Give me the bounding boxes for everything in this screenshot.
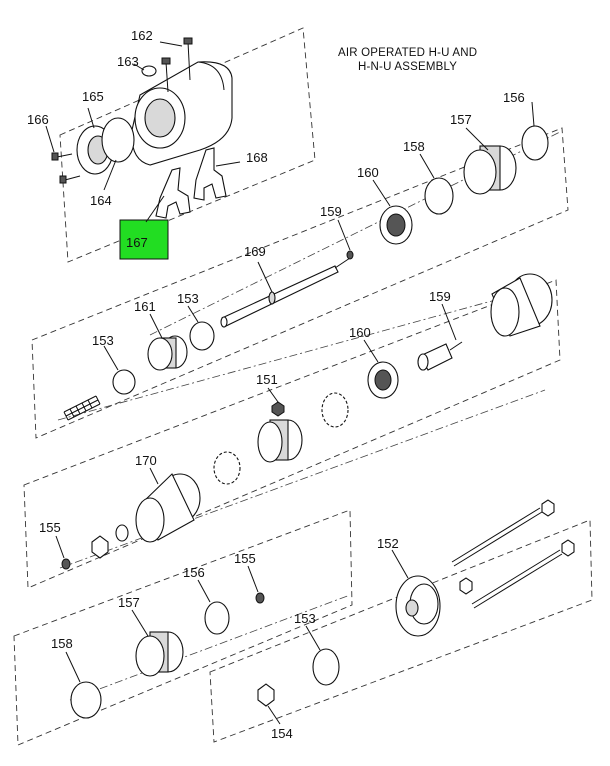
diagram-title-line-2: H-N-U ASSEMBLY (358, 61, 457, 73)
callout-151[interactable]: 151 (256, 372, 278, 387)
callout-155-right[interactable]: 155 (234, 551, 256, 566)
piston-157-upper (463, 145, 517, 195)
callout-157-upper[interactable]: 157 (450, 112, 472, 127)
callout-153-upper[interactable]: 153 (177, 291, 199, 306)
bolt-162-b (161, 57, 171, 93)
pin-159-upper (346, 250, 354, 260)
piston-157-lower (135, 631, 184, 677)
end-plate-152 (395, 575, 441, 637)
callout-161[interactable]: 161 (134, 299, 156, 314)
washer-155-left (61, 558, 71, 570)
axis-line-piston (59, 389, 546, 569)
leader-lines (45, 41, 535, 725)
shift-fork-168 (193, 147, 227, 201)
group-outline-lower-right (209, 519, 593, 743)
callout-164[interactable]: 164 (90, 193, 112, 208)
callout-160-upper[interactable]: 160 (357, 165, 379, 180)
callout-158-lower[interactable]: 158 (51, 636, 73, 651)
piston-161 (147, 335, 188, 371)
washer-155-right (255, 592, 265, 604)
o-ring-dashed-2 (213, 451, 241, 485)
shift-fork-167 (155, 167, 191, 219)
nut-151 (271, 401, 285, 417)
group-outline-piston-assembly (23, 279, 561, 589)
shaft-169 (220, 257, 351, 328)
callout-157-lower[interactable]: 157 (118, 595, 140, 610)
callout-168[interactable]: 168 (246, 150, 268, 165)
callout-170[interactable]: 170 (135, 453, 157, 468)
callout-159-lower[interactable]: 159 (429, 289, 451, 304)
callout-154[interactable]: 154 (271, 726, 293, 741)
axis-line-lower (69, 594, 351, 701)
rod-end (417, 341, 463, 371)
cylinder-170 (135, 473, 201, 543)
screw-166-b (59, 175, 81, 184)
spring (63, 395, 101, 421)
nut-lower-left (91, 524, 129, 559)
o-ring-153-bottom (312, 648, 340, 686)
washer-158-upper (424, 177, 454, 215)
callout-153-bottom[interactable]: 153 (294, 611, 316, 626)
axis-line-middle (57, 284, 551, 421)
seal-160-lower (367, 361, 399, 399)
callout-167[interactable]: 167 (126, 235, 148, 250)
group-outline-lower-left (13, 509, 353, 746)
washer-158-lower (70, 681, 102, 719)
callout-162[interactable]: 162 (131, 28, 153, 43)
axis-line-upper (149, 131, 561, 336)
long-bolt-upper (451, 499, 555, 567)
long-bolt-lower (471, 539, 575, 609)
nut-154 (257, 683, 275, 707)
callout-158-upper[interactable]: 158 (403, 139, 425, 154)
nut-center (459, 577, 473, 595)
o-ring-153-upper (189, 321, 215, 351)
plug-163 (141, 65, 157, 77)
callout-166[interactable]: 166 (27, 112, 49, 127)
highlight-box-167 (119, 219, 169, 260)
callout-165[interactable]: 165 (82, 89, 104, 104)
o-ring-dashed (321, 392, 349, 428)
callout-156-upper[interactable]: 156 (503, 90, 525, 105)
diagram-title-line-1: AIR OPERATED H-U AND (338, 47, 477, 59)
callout-169[interactable]: 169 (244, 244, 266, 259)
callout-152[interactable]: 152 (377, 536, 399, 551)
callout-155-left[interactable]: 155 (39, 520, 61, 535)
o-ring-156-upper (521, 125, 549, 161)
screw-166-a (51, 152, 73, 161)
callout-159-upper[interactable]: 159 (320, 204, 342, 219)
callout-153-lower[interactable]: 153 (92, 333, 114, 348)
callout-156-lower[interactable]: 156 (183, 565, 205, 580)
gasket-164 (101, 117, 135, 163)
callout-163[interactable]: 163 (117, 54, 139, 69)
cylinder-sleeve (490, 273, 553, 337)
o-ring-156-lower (204, 601, 230, 635)
shift-housing (131, 61, 233, 166)
bolt-162 (183, 37, 193, 81)
seal-160-upper (379, 205, 413, 245)
o-ring-153-lower (112, 369, 136, 395)
gear-collar (257, 419, 303, 463)
callout-160-lower[interactable]: 160 (349, 325, 371, 340)
